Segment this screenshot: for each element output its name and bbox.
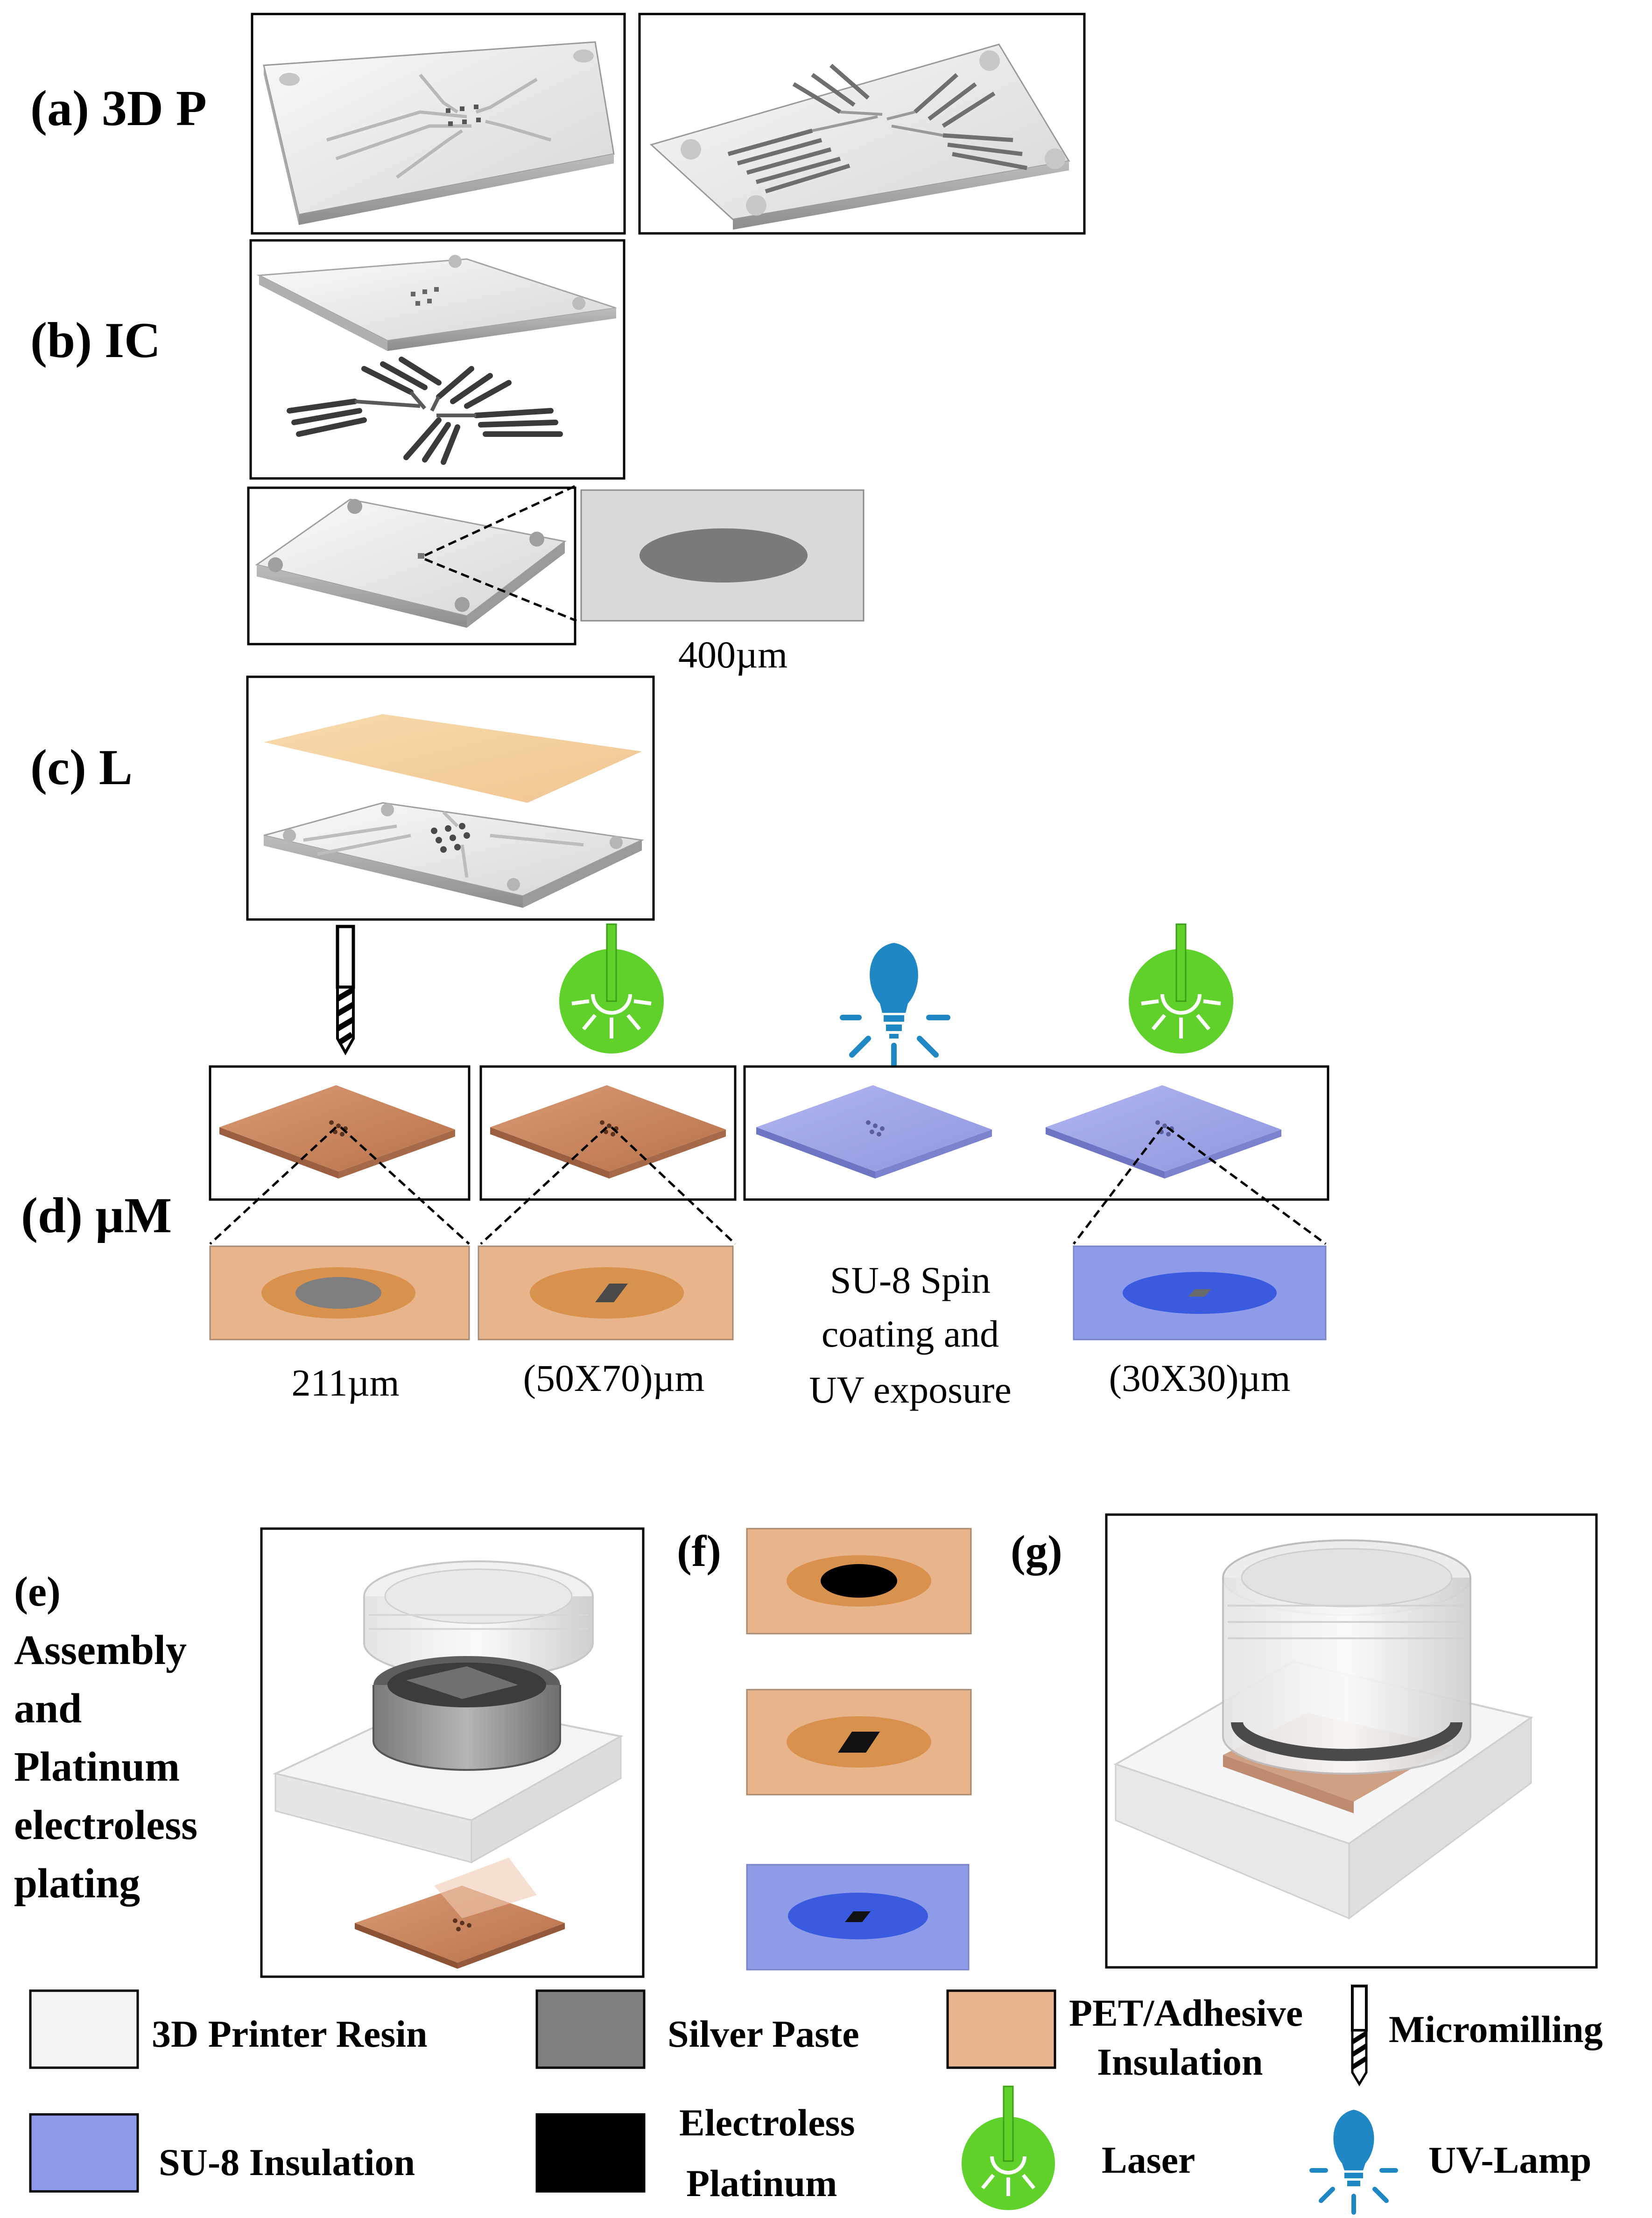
legend-label-resin: 3D Printer Resin <box>152 2013 428 2055</box>
legend-swatch-platinum <box>535 2113 646 2193</box>
laser-icon <box>559 923 664 1053</box>
legend-swatch-su8 <box>29 2113 139 2193</box>
panel-e-label-line-3: and <box>14 1685 82 1732</box>
exploded-resin-and-silver-traces <box>256 255 617 465</box>
panel-e-label-line-1: (e) <box>14 1569 61 1615</box>
legend-label-platinum-line-2: Platinum <box>686 2162 837 2204</box>
resin-board-with-hole <box>255 498 567 628</box>
legend-micromilling-icon <box>1351 1985 1368 2086</box>
panel-e-label-line-4: Platinum <box>14 1744 180 1790</box>
resin-board-bottom-view <box>650 43 1070 230</box>
platinum-window-f3 <box>845 1911 871 1922</box>
caption-30x30um: (30X30)µm <box>1109 1357 1291 1399</box>
legend-label-pet-line-2: Insulation <box>1097 2041 1263 2083</box>
platinum-window-f2 <box>838 1732 880 1753</box>
uv-lamp-icon <box>840 943 950 1072</box>
legend-label-su8: SU-8 Insulation <box>159 2141 415 2183</box>
legend-label-pet-line-1: PET/Adhesive <box>1069 1992 1303 2034</box>
zoom-50x70um <box>478 1245 734 1341</box>
platinum-hole-f1 <box>821 1564 897 1598</box>
silver-window-50x70um <box>595 1284 628 1302</box>
silver-hole <box>640 528 808 583</box>
su8-text-line-1: SU-8 Spin <box>830 1259 991 1301</box>
panel-d-label: (d) µM <box>21 1188 172 1243</box>
silver-window-30x30um <box>1188 1289 1211 1297</box>
exploded-assembly <box>272 1560 624 1969</box>
laser-icon-2 <box>1129 923 1233 1053</box>
legend-swatch-pet <box>946 1989 1056 2069</box>
caption-50x70um: (50X70)µm <box>523 1357 705 1399</box>
caption-211um: 211µm <box>292 1362 400 1404</box>
resin-board-top-view <box>263 41 615 225</box>
legend-swatch-silver <box>535 1989 646 2069</box>
panel-e-label: (e) Assembly and Platinum electroless pl… <box>14 1569 197 1907</box>
assembled-device <box>1113 1539 1533 1920</box>
pet-board-laser <box>490 1085 726 1179</box>
panel-b-label: (b) IC <box>30 313 161 368</box>
panel-g-label: (g) <box>1011 1526 1062 1576</box>
legend: 3D Printer Resin Silver Paste PET/Adhesi… <box>29 1985 1603 2215</box>
legend-laser-icon <box>962 2085 1055 2210</box>
panel-e-label-line-5: electroless <box>14 1802 197 1848</box>
pet-board-milled <box>219 1085 455 1179</box>
legend-label-platinum-line-1: Electroless <box>679 2101 855 2144</box>
zoom-line-bottom <box>424 558 577 622</box>
silver-211um <box>295 1277 381 1309</box>
panel-d-zoom-lines <box>209 1126 1327 1245</box>
su8-text-line-2: coating and <box>822 1313 999 1355</box>
panel-f-label: (f) <box>677 1526 721 1576</box>
panel-e-label-line-2: Assembly <box>14 1627 187 1673</box>
su8-text-line-3: UV exposure <box>809 1369 1011 1411</box>
su8-board-laser <box>1046 1085 1281 1179</box>
zoom-caption-400um: 400µm <box>678 633 787 676</box>
legend-label-laser: Laser <box>1102 2139 1195 2181</box>
legend-label-micromilling: Micromilling <box>1389 2008 1603 2050</box>
legend-label-uv: UV-Lamp <box>1428 2139 1591 2181</box>
micromilling-drill-icon <box>336 925 355 1056</box>
pet-layer-over-board <box>263 714 645 908</box>
legend-label-silver: Silver Paste <box>668 2013 859 2055</box>
panel-e-label-line-6: plating <box>14 1860 140 1907</box>
legend-uv-lamp-icon <box>1309 2110 1398 2215</box>
zoom-line-top <box>424 484 577 557</box>
su8-board-spin <box>756 1085 992 1179</box>
legend-swatch-resin <box>29 1989 139 2069</box>
panel-a-label: (a) 3D P <box>30 81 207 136</box>
panel-c-label: (c) L <box>30 740 133 795</box>
